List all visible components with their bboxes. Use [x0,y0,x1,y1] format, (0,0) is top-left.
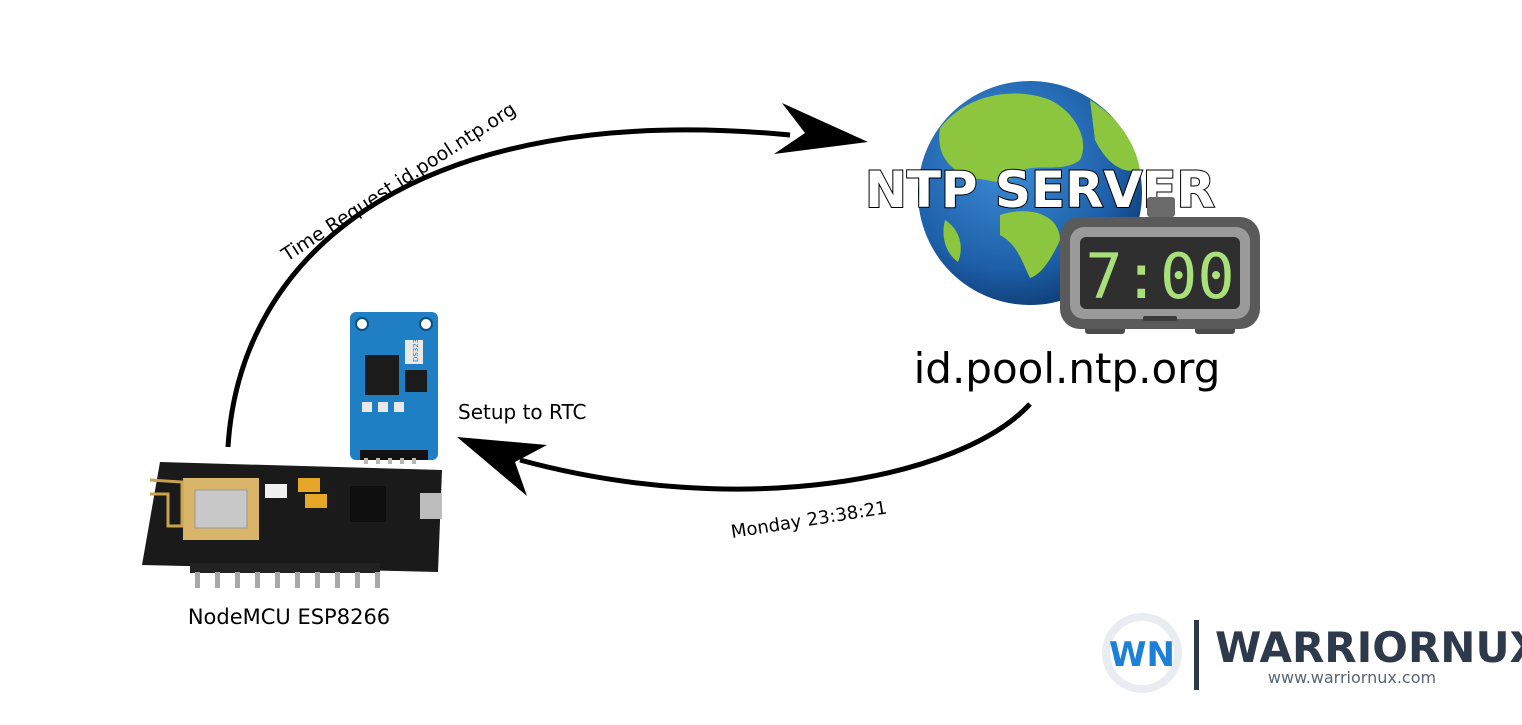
nodemcu-board [142,462,442,588]
response-arrow-head [457,437,547,496]
brand-url: www.warriornux.com [1268,668,1436,687]
response-arrow-curve [519,402,1032,492]
setup-rtc-label: Setup to RTC [458,400,586,424]
device-caption: NodeMCU ESP8266 [188,605,390,629]
response-time-label: Monday 23:38:21 [729,498,888,543]
request-arrow-head [774,103,868,154]
request-arrow-curve [225,127,791,448]
server-hostname: id.pool.ntp.org [914,344,1221,393]
rtc-chip-label: DS3231 [412,334,420,362]
brand-mark: WN [1109,635,1175,675]
brand-name: WARRIORNUX [1215,623,1522,672]
brand-logo: WN WARRIORNUX www.warriornux.com [1102,613,1522,693]
time-request-label: Time Request id.pool.ntp.org [277,98,520,267]
clock-digits: 7:00 [1085,240,1234,313]
rtc-module: DS3231 [350,312,438,464]
digital-clock-icon: 7:00 [1060,197,1260,334]
